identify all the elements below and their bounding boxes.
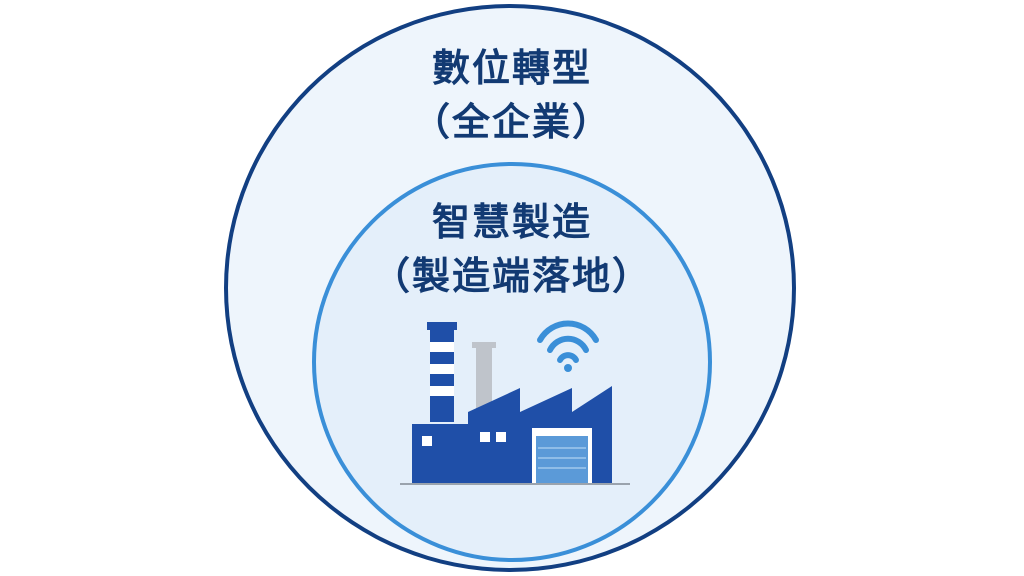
garage-door: [532, 428, 592, 484]
striped-chimney: [427, 322, 457, 422]
gray-chimney: [472, 342, 496, 414]
outer-title: 數位轉型: [431, 46, 592, 90]
inner-subtitle: （製造端落地）: [371, 254, 652, 298]
inner-circle-smart-manufacturing: [312, 162, 712, 562]
inner-title: 智慧製造: [431, 200, 592, 244]
left-building: [412, 424, 470, 484]
outer-subtitle: （全企業）: [411, 100, 612, 144]
wifi-icon: [537, 320, 599, 372]
factory-icon: [400, 320, 630, 485]
